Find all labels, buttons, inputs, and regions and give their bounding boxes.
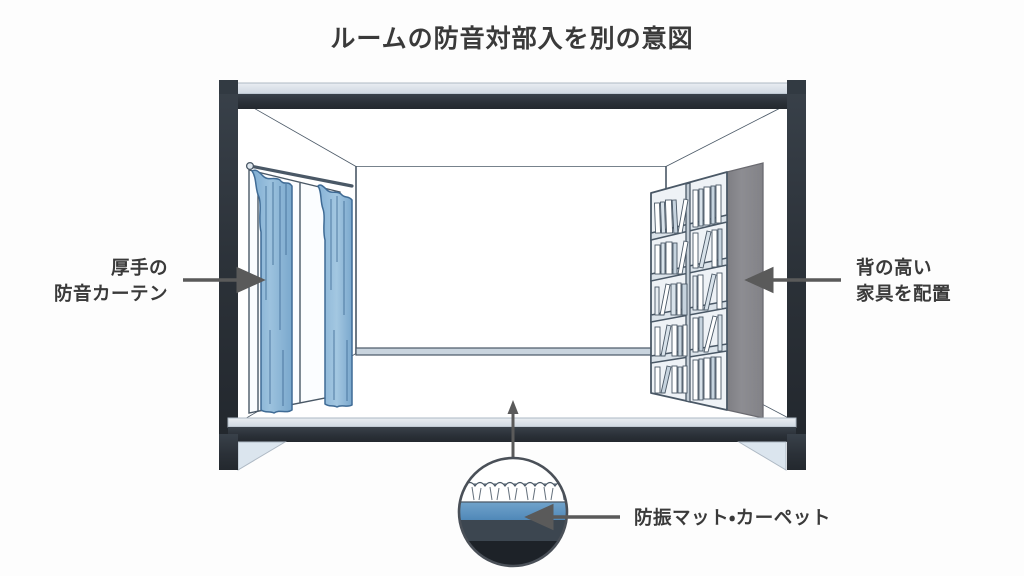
ceiling-light-strip <box>227 82 797 95</box>
bookshelf-books-col2 <box>692 184 723 401</box>
annotation-mat-line-1: 防振マット・カーペット <box>634 507 831 529</box>
page-title: ルームの防音対部入を別の意図 <box>330 24 693 53</box>
pillar-left <box>219 80 238 434</box>
annotation-curtain-line-2: 防音カーテン <box>54 283 168 305</box>
magnifier-arrow-head <box>507 400 519 414</box>
layer-carpet-pile <box>459 481 567 503</box>
leg-right <box>787 434 806 470</box>
back-wall-baseboard <box>355 347 667 356</box>
foundation-left <box>237 441 287 471</box>
layer-subfloor <box>459 519 567 541</box>
bookshelf-books-col1 <box>654 198 689 394</box>
curtain-panel-left <box>251 169 293 414</box>
pillar-right <box>787 80 806 434</box>
floor-layer-magnifier <box>457 400 569 568</box>
bookshelf-side-panel <box>726 162 764 419</box>
curtain-folds-left <box>265 182 287 406</box>
ceiling-beam <box>228 94 796 109</box>
annotation-furniture-line-1: 背の高い <box>856 257 932 279</box>
bookshelf <box>650 162 764 419</box>
annotation-furniture[interactable]: 背の高い 家具を配置 <box>744 257 951 305</box>
ceiling-plane <box>237 98 799 166</box>
back-wall <box>355 165 667 355</box>
pillar-cap-top-right <box>787 80 806 94</box>
left-curtain <box>245 161 354 414</box>
carpet-fibers <box>460 486 565 501</box>
magnifier-ring <box>457 456 569 568</box>
annotation-furniture-line-2: 家具を配置 <box>856 283 951 305</box>
annotation-curtain[interactable]: 厚手の 防音カーテン <box>54 257 266 305</box>
magnifier-layers <box>459 481 567 566</box>
annotation-curtain-line-1: 厚手の <box>111 257 168 279</box>
leg-left <box>219 434 238 470</box>
curtain-rod <box>245 161 354 188</box>
room-diagram <box>219 80 806 471</box>
pillar-cap-top-left <box>219 80 238 94</box>
foundation-right <box>737 441 787 471</box>
curtain-folds-right <box>330 196 348 401</box>
annotation-mat[interactable]: 防振マット・カーペット <box>524 503 831 531</box>
